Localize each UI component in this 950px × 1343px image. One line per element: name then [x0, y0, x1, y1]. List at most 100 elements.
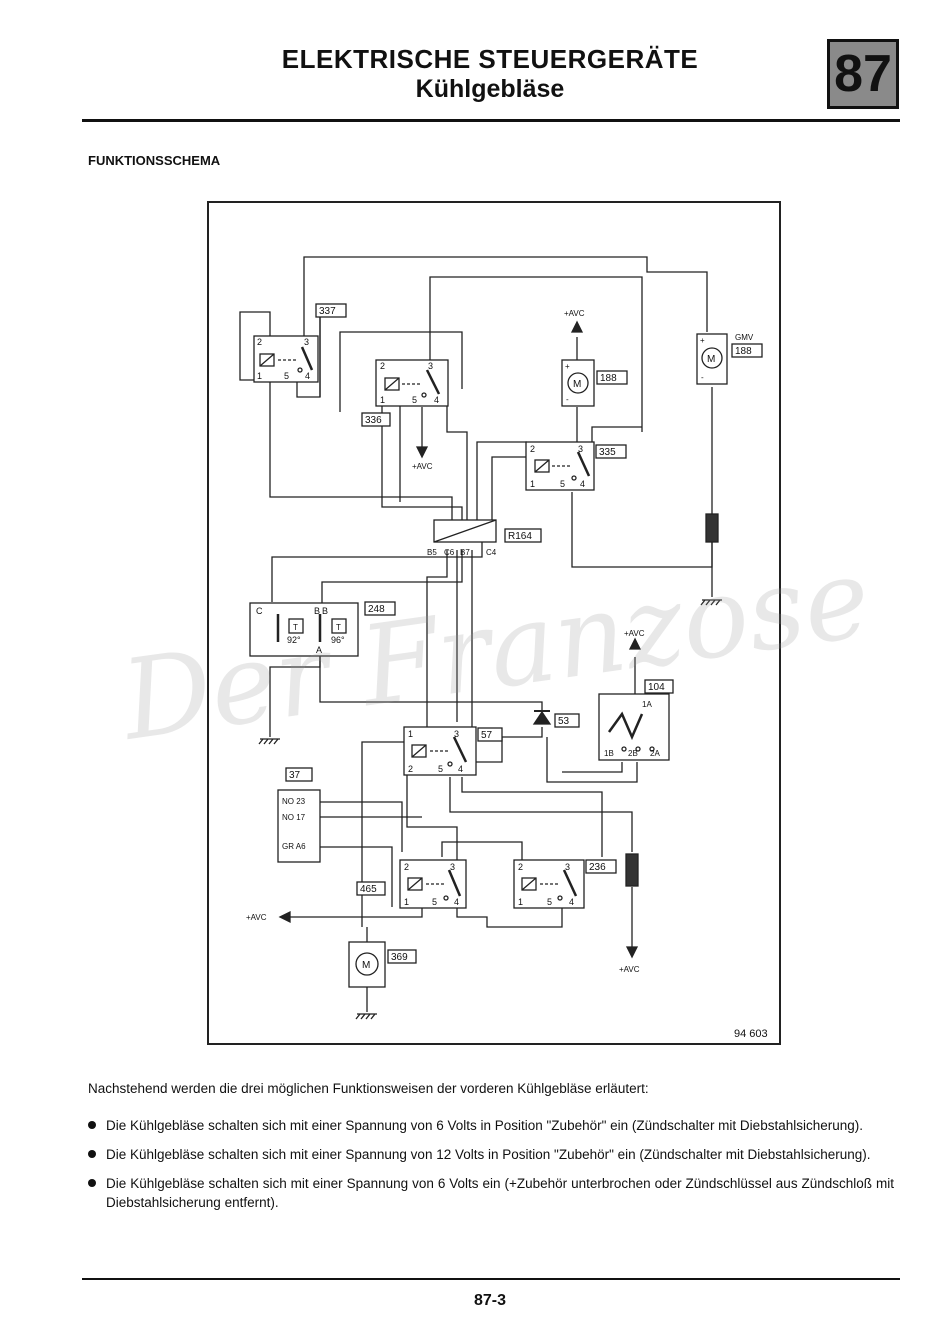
supply-label-1: +AVC — [564, 309, 585, 318]
svg-text:2: 2 — [257, 337, 262, 347]
svg-text:92°: 92° — [287, 635, 301, 645]
svg-text:5: 5 — [560, 479, 565, 489]
label-335: 335 — [599, 447, 616, 458]
relay-337: 2 3 1 5 4 — [253, 335, 319, 383]
list-item: Die Kühlgebläse schalten sich mit einer … — [88, 1116, 894, 1135]
svg-text:5: 5 — [547, 897, 552, 907]
svg-text:4: 4 — [434, 395, 439, 405]
motor-369: M — [348, 941, 386, 988]
supply-label-4: +AVC — [246, 913, 267, 922]
svg-text:2: 2 — [518, 862, 523, 872]
thermo-switch-248: T T C B B A 92° 96° — [249, 602, 359, 657]
relay-236: 2 3 1 5 4 — [513, 859, 585, 909]
bullet-list: Die Kühlgebläse schalten sich mit einer … — [88, 1116, 894, 1222]
svg-text:4: 4 — [454, 897, 459, 907]
svg-text:3: 3 — [565, 862, 570, 872]
relay-465: 2 3 1 5 4 — [399, 859, 467, 909]
svg-text:5: 5 — [284, 371, 289, 381]
page-title-block: ELEKTRISCHE STEUERGERÄTE Kühlgebläse — [250, 44, 730, 104]
intro-text: Nachstehend werden die drei möglichen Fu… — [88, 1081, 649, 1096]
svg-text:2B: 2B — [628, 749, 638, 758]
svg-text:3: 3 — [578, 444, 583, 454]
svg-text:1: 1 — [380, 395, 385, 405]
label-104: 104 — [648, 682, 665, 693]
label-336: 336 — [365, 415, 382, 426]
bullet-icon — [88, 1150, 96, 1158]
svg-text:C4: C4 — [486, 548, 497, 557]
svg-text:1: 1 — [257, 371, 262, 381]
svg-text:T: T — [336, 623, 341, 632]
label-337: 337 — [319, 306, 336, 317]
svg-text:2: 2 — [408, 764, 413, 774]
svg-text:C6: C6 — [444, 548, 455, 557]
svg-text:-: - — [701, 373, 704, 382]
svg-text:5: 5 — [412, 395, 417, 405]
ground-symbols — [258, 599, 722, 1020]
header-rule — [82, 119, 900, 122]
svg-text:B: B — [322, 606, 328, 616]
svg-text:M: M — [707, 354, 715, 365]
svg-text:B7: B7 — [460, 548, 470, 557]
svg-text:3: 3 — [304, 337, 309, 347]
relay-335: 2 3 1 5 4 — [525, 441, 595, 491]
wires — [239, 256, 713, 1012]
svg-text:3: 3 — [428, 361, 433, 371]
resistor-right — [705, 513, 719, 543]
section-title: FUNKTIONSSCHEMA — [88, 153, 221, 168]
svg-text:B5: B5 — [427, 548, 437, 557]
svg-text:4: 4 — [569, 897, 574, 907]
chapter-number-badge: 87 — [827, 39, 899, 109]
gmv-label: GMV — [735, 333, 754, 342]
svg-text:-: - — [566, 395, 569, 404]
svg-text:4: 4 — [580, 479, 585, 489]
svg-text:1A: 1A — [642, 700, 652, 709]
resistor-bottom — [625, 853, 639, 887]
svg-text:2: 2 — [530, 444, 535, 454]
svg-text:3: 3 — [454, 729, 459, 739]
svg-text:+: + — [565, 362, 570, 371]
svg-text:1B: 1B — [604, 749, 614, 758]
svg-text:NO 17: NO 17 — [282, 813, 306, 822]
motor-188-center: M + - — [561, 359, 595, 407]
label-369: 369 — [391, 952, 408, 963]
diagram-frame: +AVC +AVC +AVC +AVC +AVC 2 3 1 5 4 337 — [207, 201, 781, 1045]
svg-text:1: 1 — [404, 897, 409, 907]
label-37: 37 — [289, 770, 301, 781]
svg-text:2A: 2A — [650, 749, 660, 758]
svg-text:GR A6: GR A6 — [282, 842, 306, 851]
supply-label-3: +AVC — [624, 629, 645, 638]
label-236: 236 — [589, 862, 606, 873]
relay-336: 2 3 1 5 4 — [375, 359, 449, 407]
svg-text:96°: 96° — [331, 635, 345, 645]
svg-text:A: A — [316, 645, 322, 655]
diode-53 — [532, 710, 552, 725]
svg-text:5: 5 — [438, 764, 443, 774]
switch-104: 1A 1B 2B 2A — [598, 693, 670, 761]
svg-text:3: 3 — [450, 862, 455, 872]
svg-text:2: 2 — [404, 862, 409, 872]
bullet-icon — [88, 1121, 96, 1129]
label-248: 248 — [368, 604, 385, 615]
list-item: Die Kühlgebläse schalten sich mit einer … — [88, 1145, 894, 1164]
page-title: ELEKTRISCHE STEUERGERÄTE — [281, 44, 699, 74]
svg-text:+: + — [700, 336, 705, 345]
supply-label-2: +AVC — [412, 462, 433, 471]
footer-rule — [82, 1278, 900, 1280]
motor-188-right: M + - — [696, 333, 728, 385]
figure-number: 94 603 — [734, 1028, 768, 1040]
svg-text:2: 2 — [380, 361, 385, 371]
svg-text:C: C — [256, 606, 263, 616]
svg-text:1: 1 — [530, 479, 535, 489]
label-57: 57 — [481, 730, 493, 741]
svg-text:1: 1 — [408, 729, 413, 739]
label-r164: R164 — [508, 531, 532, 542]
supply-label-5: +AVC — [619, 965, 640, 974]
relay-57: 1 3 2 5 4 — [403, 726, 477, 776]
list-item: Die Kühlgebläse schalten sich mit einer … — [88, 1174, 894, 1212]
svg-text:NO 23: NO 23 — [282, 797, 306, 806]
svg-text:T: T — [293, 623, 298, 632]
supply-arrows — [278, 320, 642, 959]
bullet-icon — [88, 1179, 96, 1187]
ecu-37: NO 23 NO 17 GR A6 — [277, 789, 321, 863]
svg-text:M: M — [573, 379, 581, 390]
